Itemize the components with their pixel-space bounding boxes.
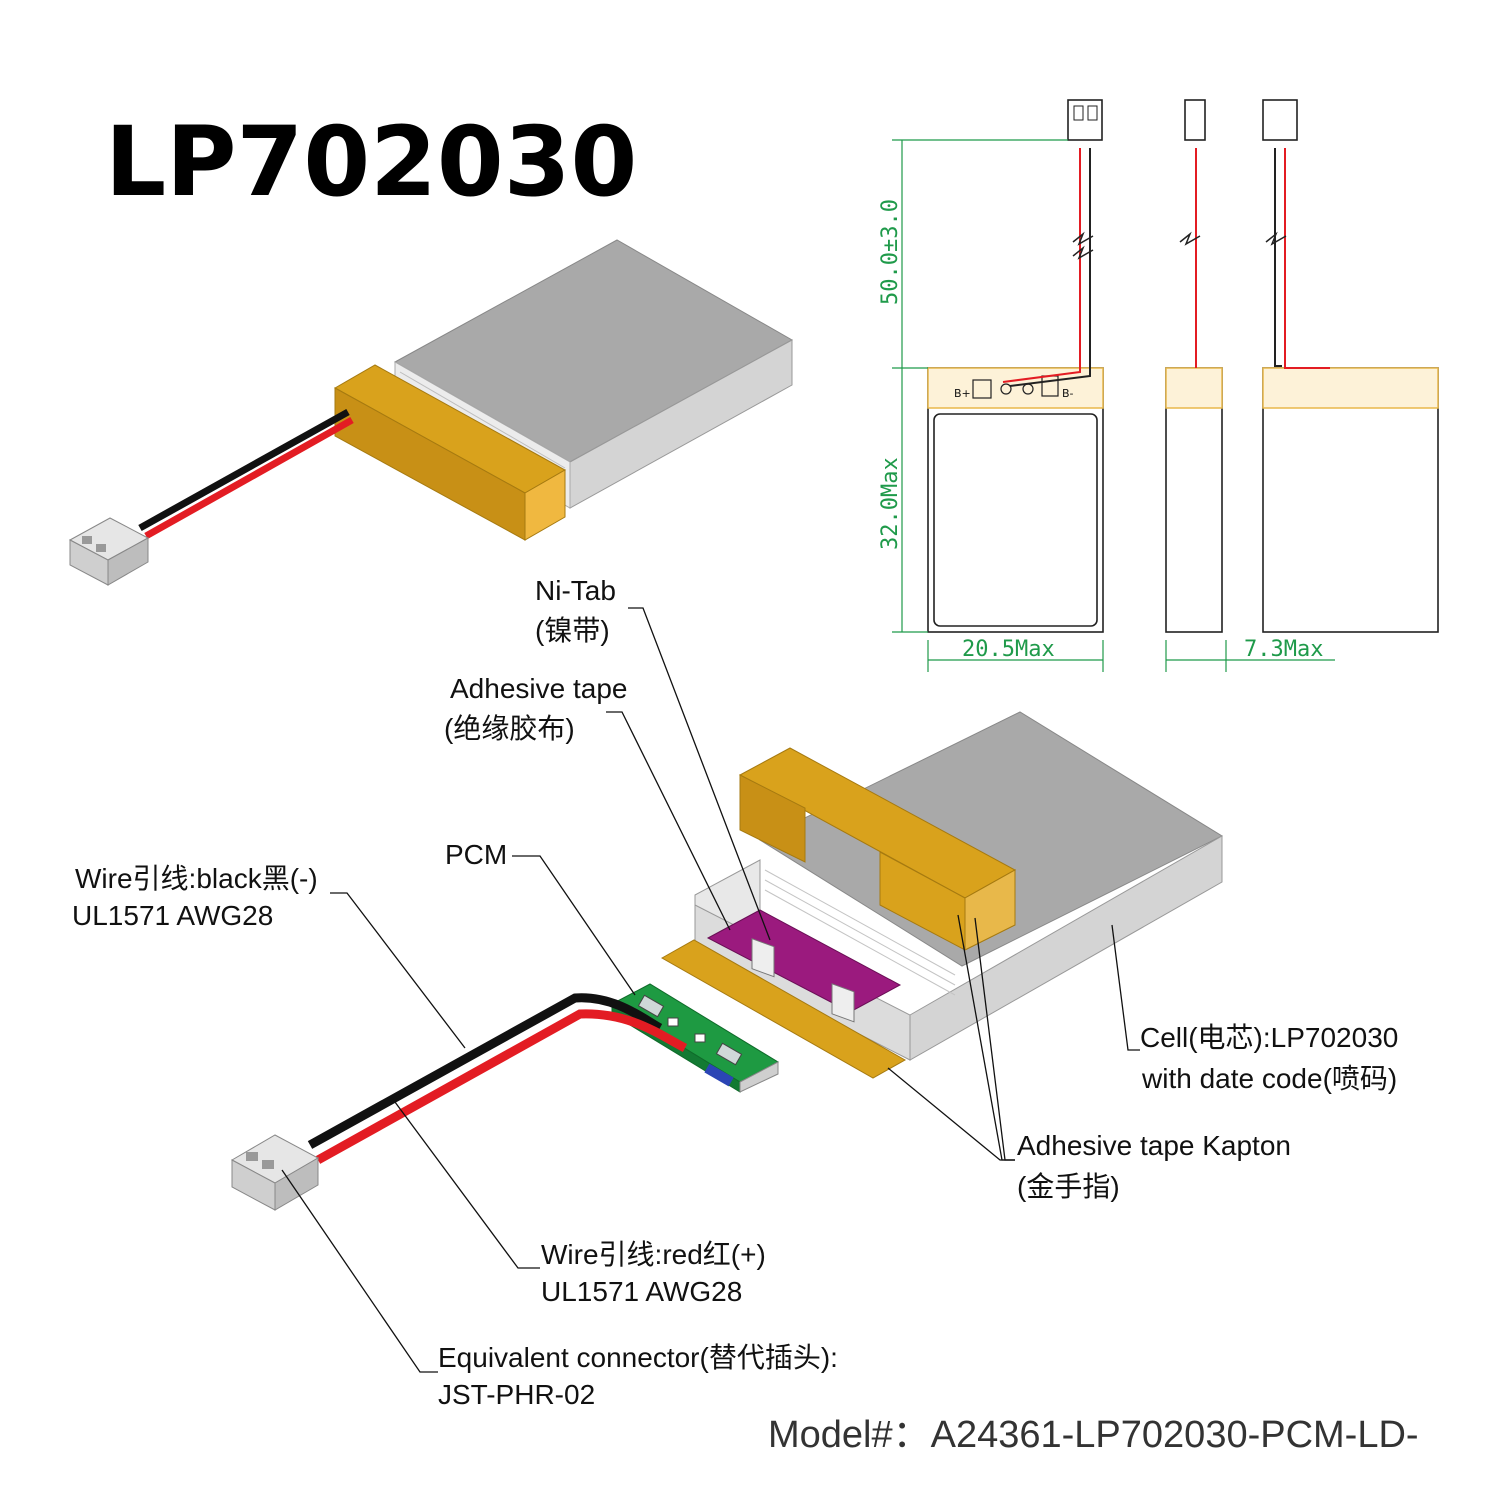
exploded-wire-red	[315, 1009, 688, 1164]
tape-end	[524, 469, 566, 541]
connector-large	[230, 1134, 320, 1211]
wire-black	[138, 408, 350, 532]
pcb-mark-bplus: B+	[954, 387, 971, 400]
pcm-purple-area	[706, 909, 902, 1013]
kapton-strip	[660, 939, 907, 1079]
dim-wire-length: 50.0±3.0	[878, 199, 903, 305]
label-ni-tab: Ni-Tab	[535, 575, 616, 606]
exploded-view	[230, 711, 1224, 1211]
connector-back-view	[1262, 99, 1298, 141]
label-wire-black-spec: UL1571 AWG28	[72, 900, 273, 931]
model-number: Model#：A24361-LP702030-PCM-LD-	[768, 1414, 1419, 1456]
connector-front-view	[1067, 99, 1103, 141]
exploded-wire-black	[307, 993, 663, 1149]
ni-tab-2	[831, 983, 855, 1023]
connector-small	[68, 517, 150, 586]
label-cell-date-code: with date code(喷码)	[1141, 1063, 1397, 1094]
label-adhesive-tape: Adhesive tape	[450, 673, 627, 704]
front-view-cell	[933, 413, 1098, 627]
ni-tab-1	[751, 938, 775, 978]
dim-thickness: 7.3Max	[1244, 637, 1323, 662]
label-kapton-cn: (金手指)	[1017, 1171, 1120, 1202]
label-connector: Equivalent connector(替代插头):	[438, 1342, 838, 1373]
gold-tape-loop	[738, 747, 1017, 951]
dim-width: 20.5Max	[962, 637, 1055, 662]
technical-drawing: B+ B-	[878, 99, 1439, 672]
front-view-tape	[927, 367, 1104, 409]
pcb-mark-bminus: B-	[1062, 387, 1074, 400]
label-adhesive-tape-cn: (绝缘胶布)	[444, 713, 575, 744]
label-cell: Cell(电芯):LP702030	[1140, 1022, 1398, 1053]
leader-lines	[281, 607, 1140, 1373]
page-title: LP702030	[105, 106, 637, 218]
label-ni-tab-cn: (镍带)	[535, 615, 610, 646]
wire-red	[144, 416, 354, 540]
dim-height: 32.0Max	[878, 457, 903, 550]
connector-side-view	[1184, 99, 1206, 141]
label-wire-red-spec: UL1571 AWG28	[541, 1276, 742, 1307]
label-kapton: Adhesive tape Kapton	[1017, 1130, 1291, 1161]
label-wire-red: Wire引线:red红(+)	[541, 1239, 766, 1270]
label-connector-model: JST-PHR-02	[438, 1379, 595, 1410]
assembled-battery	[68, 239, 794, 586]
label-pcm: PCM	[445, 839, 507, 870]
label-wire-black: Wire引线:black黑(-)	[75, 863, 318, 894]
